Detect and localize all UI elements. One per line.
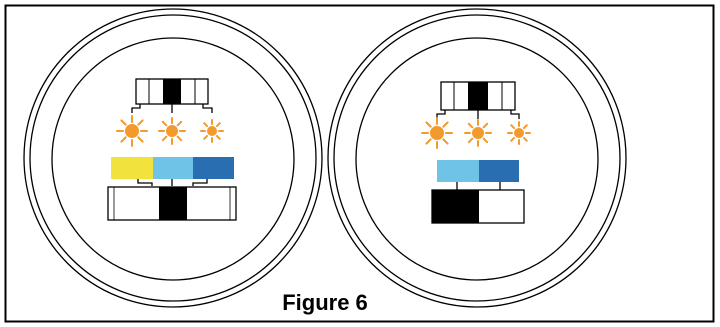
sun-icon [464, 119, 492, 147]
outer-ring-inner [333, 14, 621, 302]
yellow-filter [111, 157, 153, 179]
outer-ring [23, 8, 323, 308]
inner-circle [355, 37, 599, 281]
sun-row [116, 115, 224, 147]
top-block [135, 78, 209, 105]
bottom-block [431, 189, 525, 224]
dark-blue-filter [193, 157, 234, 179]
light-blue-filter [437, 160, 479, 182]
left-panel [23, 8, 323, 308]
sun-icon [200, 119, 224, 143]
color-filter-bar [111, 157, 234, 179]
figure-caption: Figure 6 [282, 290, 368, 315]
top-connectors [131, 104, 213, 113]
sun-row [421, 117, 531, 149]
bottom-connectors [137, 179, 208, 186]
outer-ring [327, 8, 627, 308]
light-blue-filter [153, 157, 193, 179]
figure-frame [4, 4, 715, 323]
dark-blue-filter [479, 160, 519, 182]
color-filter-bar [437, 160, 519, 182]
right-panel [327, 8, 627, 308]
top-block [440, 81, 516, 111]
sun-icon [116, 115, 148, 147]
sun-icon [421, 117, 453, 149]
bottom-block [107, 186, 237, 221]
sun-icon [507, 121, 531, 145]
outer-ring-inner [29, 14, 317, 302]
top-connectors [436, 110, 520, 119]
bottom-connectors [456, 182, 501, 190]
sun-icon [158, 117, 186, 145]
inner-circle [51, 37, 295, 281]
